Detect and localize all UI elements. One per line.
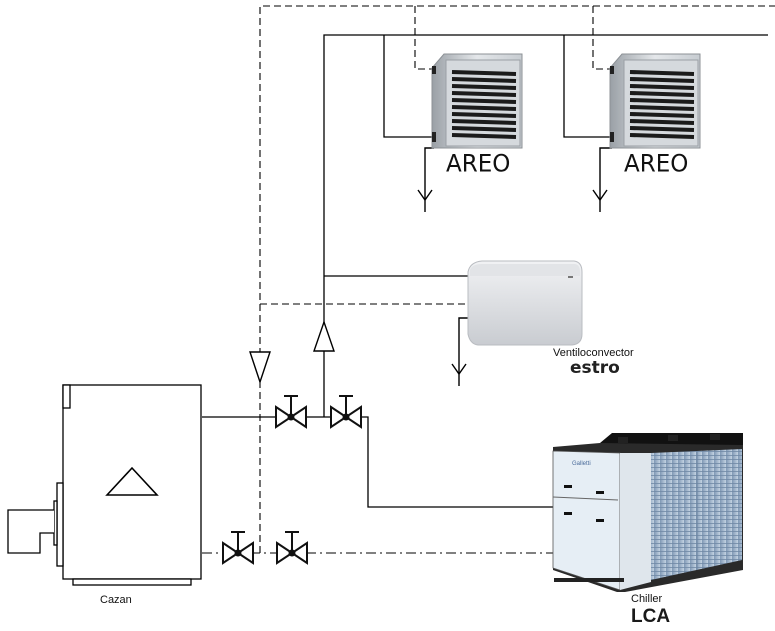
drain-heater-1 bbox=[424, 147, 434, 212]
drain-fancoil bbox=[458, 317, 468, 386]
boiler-label: Cazan bbox=[100, 594, 132, 606]
valves bbox=[222, 395, 362, 565]
burner bbox=[7, 509, 54, 554]
return-drop-heater-2 bbox=[592, 6, 610, 70]
supply-lines-solid bbox=[202, 34, 768, 508]
boiler-triangle-icon bbox=[105, 466, 159, 496]
valve-4 bbox=[276, 531, 308, 565]
air-heater-1-label: AREO bbox=[446, 150, 511, 178]
supply-branch-heater-1 bbox=[383, 35, 432, 138]
flow-arrows bbox=[249, 319, 335, 385]
chiller-logo: Galletti bbox=[572, 461, 591, 467]
air-heater-2-label: AREO bbox=[624, 150, 689, 178]
chiller-label: Chiller bbox=[631, 593, 663, 605]
boiler[interactable] bbox=[7, 384, 202, 586]
flow-arrow-down bbox=[249, 351, 271, 385]
condensate-drains bbox=[417, 147, 612, 386]
fan-coil-model: estro bbox=[570, 358, 620, 378]
air-heater-1[interactable] bbox=[431, 53, 523, 149]
chiller-model: LCA bbox=[631, 606, 671, 627]
air-heater-2[interactable] bbox=[609, 53, 701, 149]
chiller-unit[interactable]: Galletti bbox=[552, 433, 743, 592]
supply-riser bbox=[323, 34, 768, 417]
return-drop-heater-1 bbox=[414, 6, 432, 70]
chiller-supply-line bbox=[361, 416, 554, 508]
valve-2 bbox=[330, 395, 362, 429]
valve-3 bbox=[222, 531, 254, 565]
fan-coil-label: Ventiloconvector bbox=[553, 347, 634, 359]
chiller-front-panel bbox=[552, 450, 621, 591]
valve-1 bbox=[275, 395, 307, 429]
fan-coil-unit[interactable] bbox=[467, 260, 583, 346]
drain-heater-2 bbox=[599, 147, 612, 212]
supply-branch-heater-2 bbox=[563, 35, 610, 138]
flow-arrow-up bbox=[313, 319, 335, 352]
